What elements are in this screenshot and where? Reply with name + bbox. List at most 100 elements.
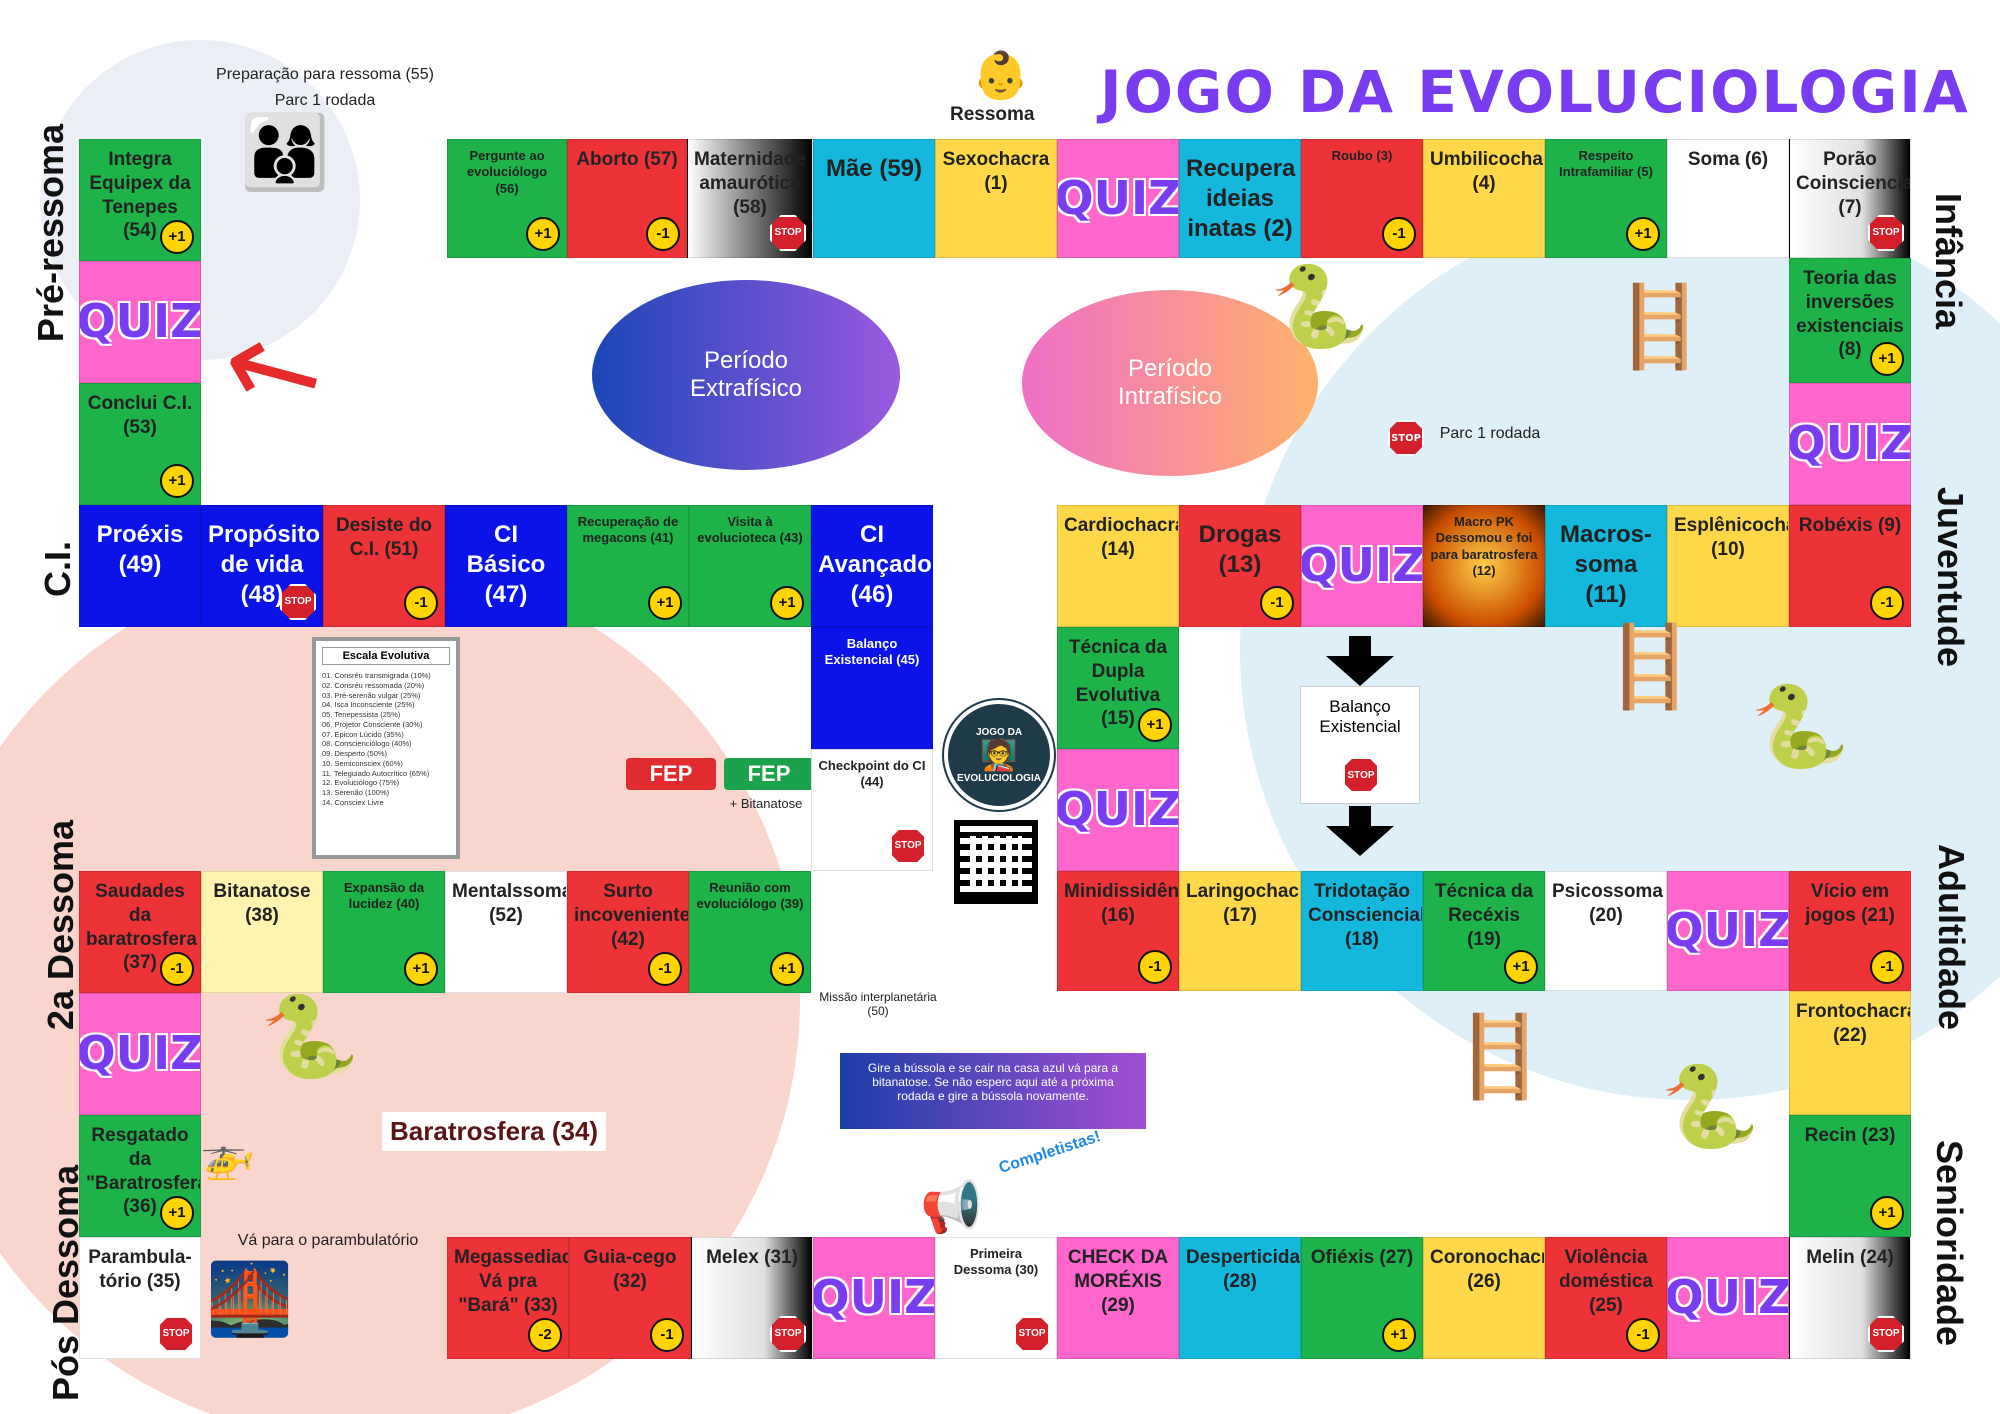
board-cell-46[interactable]: CI Avançado (46) xyxy=(811,505,933,627)
board-cell-43[interactable]: Visita à evolucioteca (43)+1 xyxy=(689,505,811,627)
board-cell-40[interactable]: Expansão da lucidez (40)+1 xyxy=(323,871,445,993)
board-cell-22[interactable]: Frontochacra (22) xyxy=(1789,991,1911,1115)
board-cell-13[interactable]: Drogas (13)-1 xyxy=(1179,505,1301,627)
scale-item: 13. Serenão (100%) xyxy=(322,788,390,797)
side-label-infancia: Infância xyxy=(1928,192,1970,330)
board-cell-2[interactable]: Recupera ideias inatas (2) xyxy=(1179,139,1301,258)
board-cell-8[interactable]: Teoria das inversões existenciais (8)+1 xyxy=(1789,258,1911,383)
quiz-cell[interactable]: QUIZ xyxy=(1301,505,1423,627)
cell-label: Maternidade amaurótica (58) xyxy=(694,149,806,218)
board-cell-17[interactable]: Laringochacra (17) xyxy=(1179,871,1301,991)
board-cell-51[interactable]: Desiste do C.I. (51)-1 xyxy=(323,505,445,627)
board-cell-34[interactable]: Baratrosfera (34) xyxy=(382,1112,607,1151)
quiz-label: QUIZ xyxy=(1789,416,1911,471)
board-cell-21[interactable]: Vício em jogos (21)-1 xyxy=(1789,871,1911,991)
cell-label: Umbilicochacra (4) xyxy=(1430,149,1544,194)
board-cell-36[interactable]: Resgatado da "Baratrosfera" (36)+1 xyxy=(79,1115,201,1237)
cell-label: Guia-cego (32) xyxy=(583,1247,677,1292)
quiz-cell[interactable]: QUIZ xyxy=(1057,749,1179,871)
board-cell-27[interactable]: Ofiéxis (27)+1 xyxy=(1301,1237,1423,1359)
board-cell-25[interactable]: Violência doméstica (25)-1 xyxy=(1545,1237,1667,1359)
logo-bottom-text: EVOLUCIOLOGIA xyxy=(957,772,1041,784)
cell-label: Conclui C.I. (53) xyxy=(87,393,193,438)
score-badge: +1 xyxy=(1626,217,1660,251)
board-cell-38[interactable]: Bitanatose (38) xyxy=(201,871,323,993)
board-cell-26[interactable]: Coronochacra (26) xyxy=(1423,1237,1545,1359)
board-cell-32[interactable]: Guia-cego (32)-1 xyxy=(569,1237,691,1359)
score-badge: -1 xyxy=(1870,586,1904,620)
cell-label: Coronochacra (26) xyxy=(1430,1247,1544,1292)
board-cell-29[interactable]: CHECK DA MORÉXIS (29) xyxy=(1057,1237,1179,1359)
board-cell-39[interactable]: Reunião com evoluciólogo (39)+1 xyxy=(689,871,811,993)
board-cell-42[interactable]: Surto incoveniente (42)-1 xyxy=(567,871,689,993)
score-badge: +1 xyxy=(770,952,804,986)
board-cell-5[interactable]: Respeito Intrafamiliar (5)+1 xyxy=(1545,139,1667,258)
megaphone-icon: 📢 xyxy=(920,1178,983,1236)
cell-label: Megassediador Vá pra "Bará" (33) xyxy=(454,1247,568,1316)
board-cell-58[interactable]: Maternidade amaurótica (58)STOP xyxy=(687,139,813,258)
cell-label: Pergunte ao evoluciólogo (56) xyxy=(466,148,548,196)
helicopter-icon: 🚁 xyxy=(200,1131,255,1182)
board-cell-56[interactable]: Pergunte ao evoluciólogo (56) +1 xyxy=(447,139,567,258)
quiz-cell[interactable]: QUIZ xyxy=(1667,871,1789,991)
stop-sign-icon: STOP xyxy=(1343,757,1379,793)
score-badge: +1 xyxy=(1870,1196,1904,1230)
board-cell-37[interactable]: Saudades da baratrosfera (37)-1 xyxy=(79,871,201,993)
board-cell-9[interactable]: Robéxis (9) -1 xyxy=(1789,505,1911,627)
board-cell-35[interactable]: Parambula-tório (35)STOP xyxy=(79,1237,201,1359)
board-cell-31[interactable]: Melex (31)STOP xyxy=(691,1237,813,1359)
score-badge: +1 xyxy=(526,217,560,251)
board-cell-44[interactable]: Checkpoint do CI (44)STOP xyxy=(811,749,933,871)
board-cell-12[interactable]: Macro PK Dessomou e foi para baratrosfer… xyxy=(1423,505,1545,627)
cell-label: Recuperação de megacons (41) xyxy=(577,514,679,546)
board-cell-54[interactable]: Integra Equipex da Tenepes (54)+1 xyxy=(79,139,201,261)
cell-label: CHECK DA MORÉXIS (29) xyxy=(1067,1247,1169,1316)
board-cell-30[interactable]: Primeira Dessoma (30)STOP xyxy=(935,1237,1057,1359)
board-cell-3[interactable]: Roubo (3)-1 xyxy=(1301,139,1423,258)
cell-label: Balanço Existencial (45) xyxy=(824,636,920,668)
cell-label: Soma (6) xyxy=(1687,149,1769,170)
board-cell-1[interactable]: Sexochacra (1) xyxy=(935,139,1057,258)
board-cell-19[interactable]: Técnica da Recéxis (19)+1 xyxy=(1423,871,1545,991)
scale-item: 04. Isca Inconsciente (25%) xyxy=(322,700,415,710)
board-cell-48[interactable]: Propósito de vida (48)STOP xyxy=(201,505,323,627)
board-cell-59[interactable]: Mãe (59) xyxy=(813,139,935,258)
board-cell-41[interactable]: Recuperação de megacons (41)+1 xyxy=(567,505,689,627)
board-cell-15[interactable]: Técnica da Dupla Evolutiva (15)+1 xyxy=(1057,627,1179,749)
cloud-intrafisico-label: Período Intrafísico xyxy=(1117,355,1223,410)
board-cell-20[interactable]: Psicossoma (20) xyxy=(1545,871,1667,991)
board-cell-18[interactable]: Tridotação Consciencial (18) xyxy=(1301,871,1423,991)
board-cell-10[interactable]: Esplênicochacra (10) xyxy=(1667,505,1789,627)
board-cell-16[interactable]: Minidissidência (16)-1 xyxy=(1057,871,1179,991)
quiz-cell[interactable]: QUIZ xyxy=(1789,383,1911,505)
board-cell-33[interactable]: Megassediador Vá pra "Bará" (33)-2 xyxy=(447,1237,569,1359)
stop-sign-icon: STOP xyxy=(158,1316,194,1352)
quiz-cell[interactable]: QUIZ xyxy=(813,1237,935,1359)
board-cell-49[interactable]: Proéxis (49) xyxy=(79,505,201,627)
board-cell-45[interactable]: Balanço Existencial (45) xyxy=(811,627,933,749)
board-cell-52[interactable]: Mentalssoma (52) xyxy=(445,871,567,993)
game-logo: JOGO DA 🧑‍🏫 EVOLUCIOLOGIA xyxy=(944,700,1054,810)
board-cell-6[interactable]: Soma (6) xyxy=(1667,139,1789,258)
board-cell-53[interactable]: Conclui C.I. (53)+1 xyxy=(79,383,201,505)
cell-label: Robéxis (9) xyxy=(1798,515,1902,536)
board-cell-47[interactable]: CI Básico (47) xyxy=(445,505,567,627)
board-cell-14[interactable]: Cardiochacra (14) xyxy=(1057,505,1179,627)
quiz-cell[interactable]: QUIZ xyxy=(79,993,201,1115)
board-cell-7[interactable]: Porão Coinsciencial (7)STOP xyxy=(1789,139,1911,258)
quiz-cell[interactable]: QUIZ xyxy=(79,261,201,383)
cell-label: Recin (23) xyxy=(1804,1125,1896,1146)
board-cell-57[interactable]: Aborto (57)-1 xyxy=(567,139,687,258)
cell-label: Técnica da Dupla Evolutiva (15) xyxy=(1068,637,1168,730)
board-cell-4[interactable]: Umbilicochacra (4) xyxy=(1423,139,1545,258)
cell-label: Expansão da lucidez (40) xyxy=(343,880,425,912)
board-cell-11[interactable]: Macros-soma (11) xyxy=(1545,505,1667,627)
quiz-cell[interactable]: QUIZ xyxy=(1057,139,1179,258)
board-cell-23[interactable]: Recin (23) +1 xyxy=(1789,1115,1911,1237)
quiz-cell[interactable]: QUIZ xyxy=(1667,1237,1789,1359)
cell-label: Esplênicochacra (10) xyxy=(1674,515,1788,560)
board-cell-28[interactable]: Desperticidade (28) xyxy=(1179,1237,1301,1359)
score-badge: -1 xyxy=(1260,586,1294,620)
board-cell-24[interactable]: Melin (24)STOP xyxy=(1789,1237,1911,1359)
scale-item: 01. Consréu transmigrada (10%) xyxy=(322,671,431,680)
